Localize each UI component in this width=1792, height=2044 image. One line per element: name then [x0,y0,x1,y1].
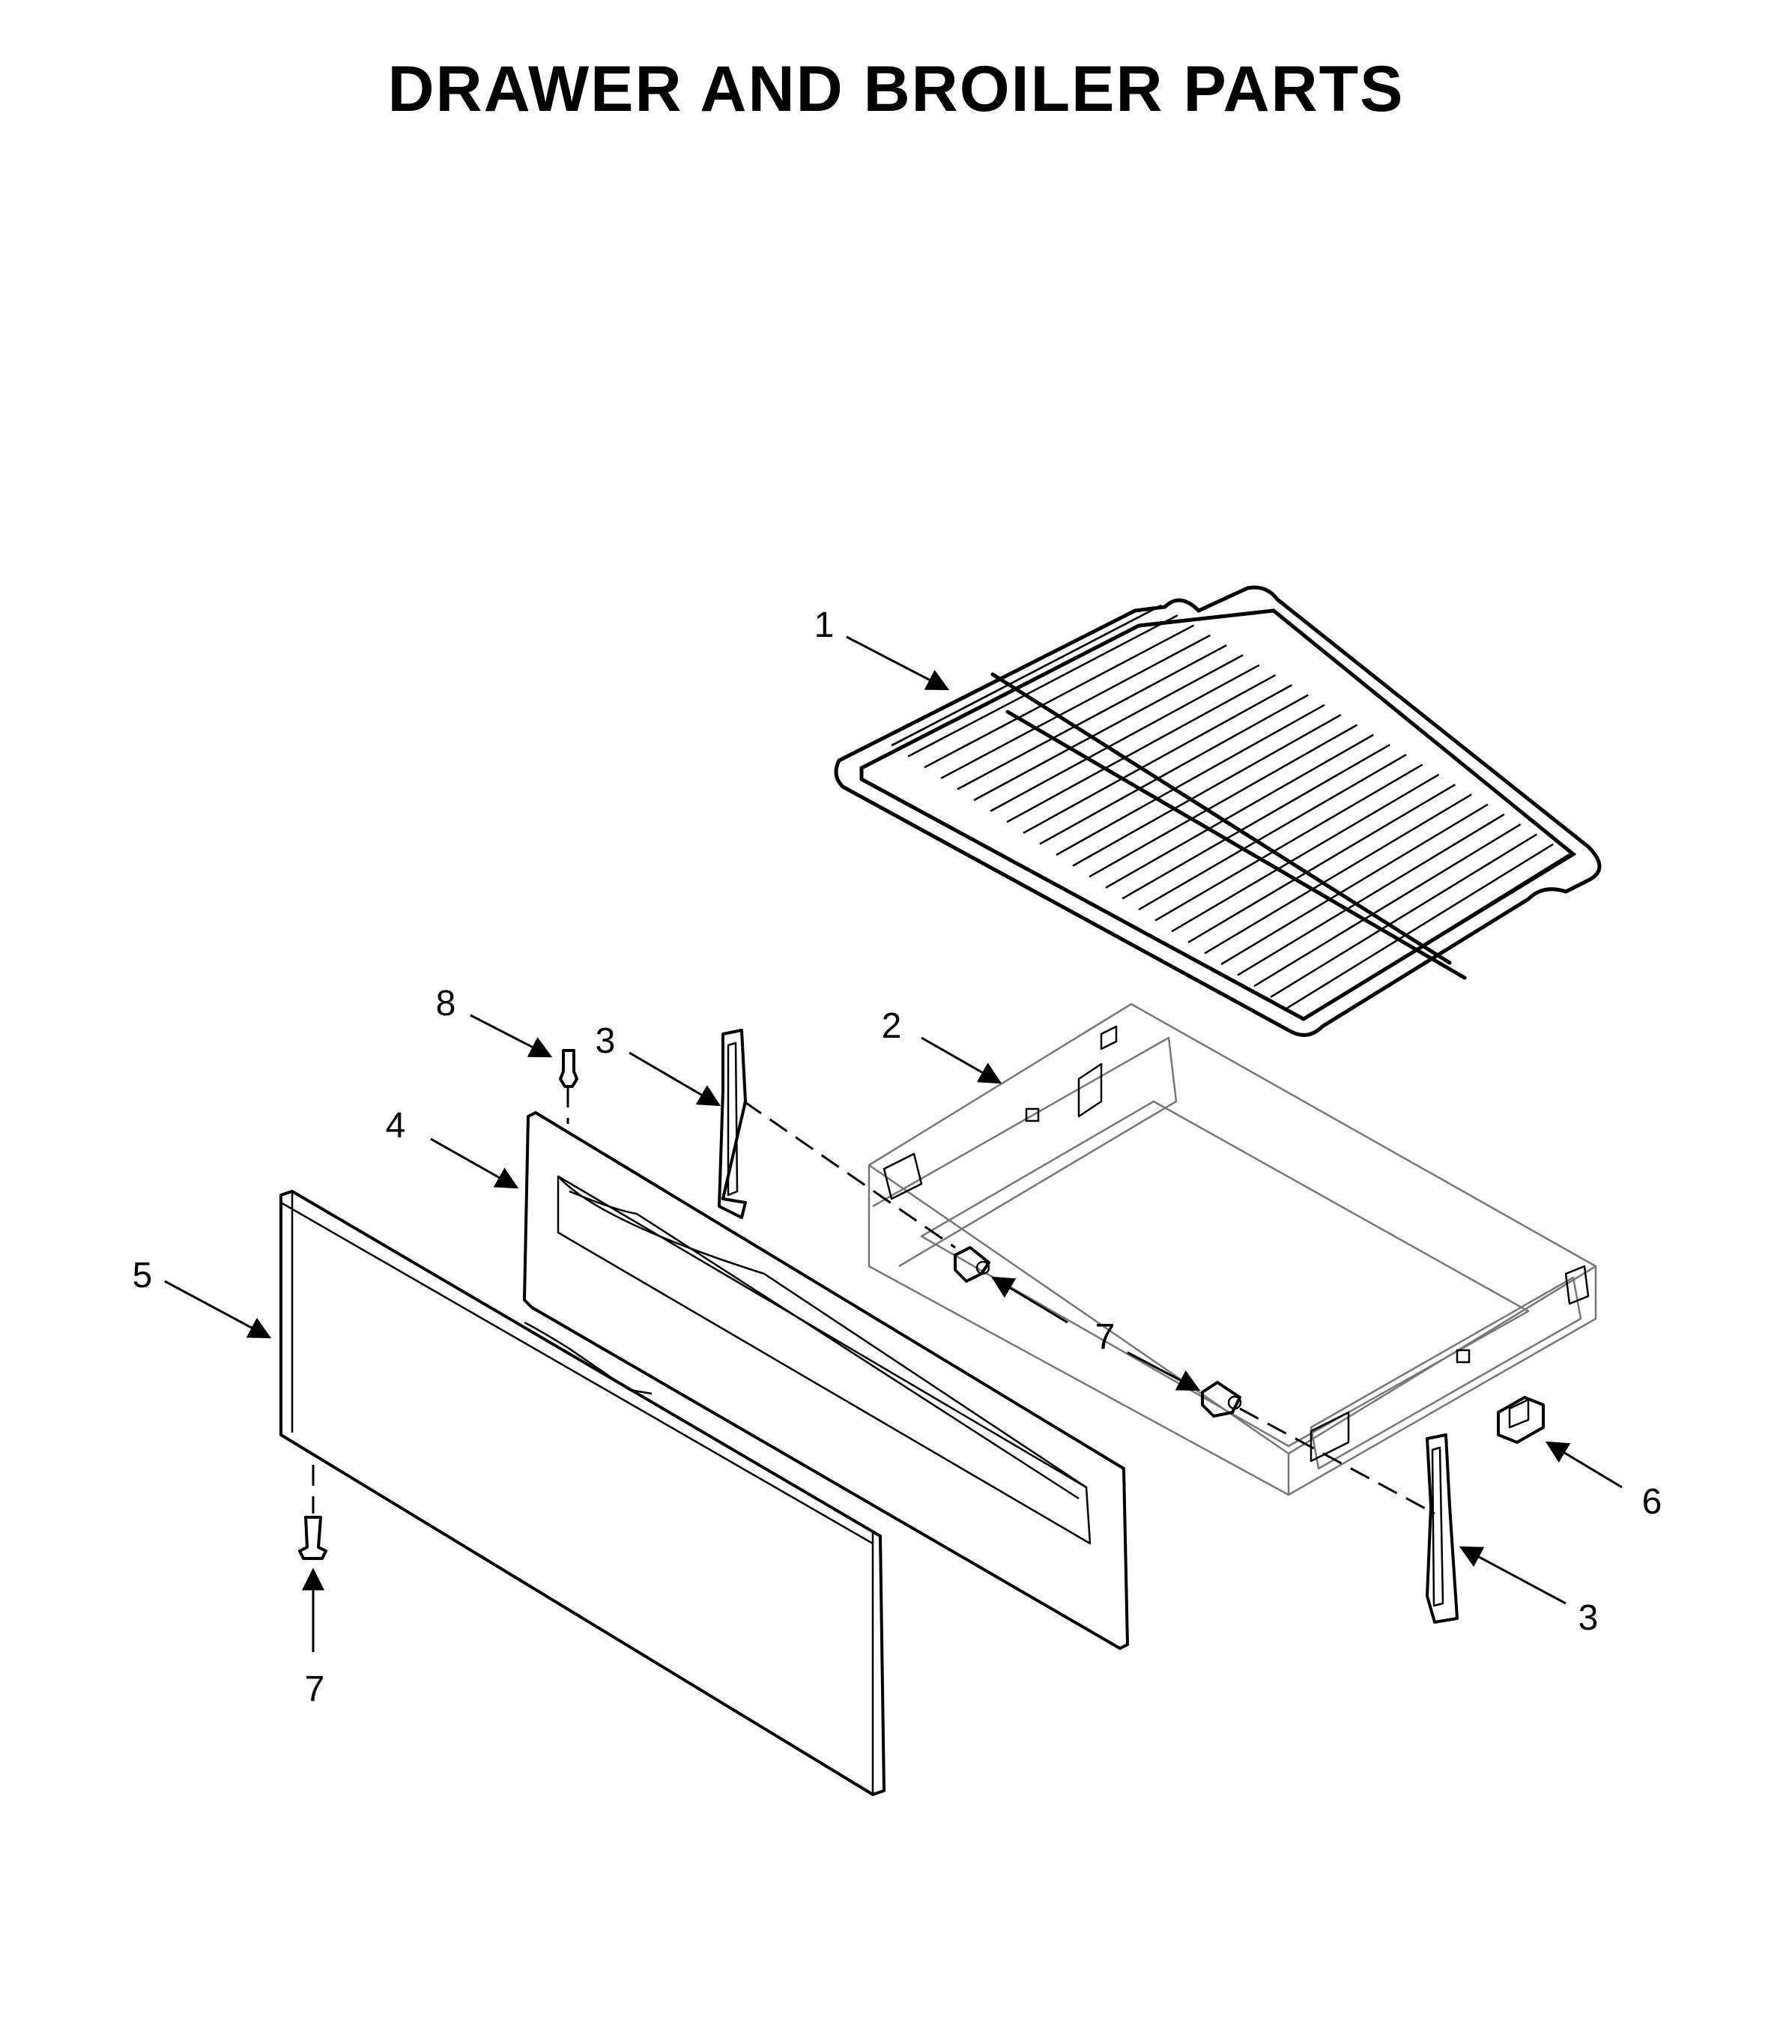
rack-wire [1089,724,1358,878]
rack-wire [990,664,1260,812]
rack-wire [1303,853,1570,1021]
rack-wire [1138,754,1407,911]
rack-wire [1270,833,1538,998]
rack-wire [1171,773,1440,933]
screw-icon [1201,1381,1242,1418]
rack-wire [940,634,1211,779]
rack-wire [1253,823,1522,988]
rack-wire [1187,783,1456,943]
callout-8: 8 [436,984,456,1023]
rack-wire [1039,694,1309,845]
callout-2: 2 [882,1006,902,1046]
rack-wire [1023,684,1293,834]
callout-5: 5 [133,1256,153,1295]
drawer-slide-icon [1426,1433,1459,1624]
rack-wire [1105,734,1375,889]
callout-4: 4 [386,1106,406,1146]
drawer-pan-icon [868,1003,1597,1496]
rack-wire [1286,843,1554,1009]
callout-3-lower: 3 [1578,1598,1599,1638]
drawer-inner-panel-icon [523,1111,1129,1650]
drawer-slide-icon [718,1029,747,1219]
callout-1: 1 [814,605,835,645]
rack-wire [1072,713,1342,867]
rack-wire [1154,764,1423,922]
clip-icon [1497,1396,1545,1444]
oven-rack-icon [834,585,1602,1037]
rack-wire [1204,793,1472,955]
callout-7-center: 7 [1095,1317,1116,1357]
rack-wire [1056,704,1325,856]
callout-7-lower: 7 [305,1669,325,1709]
rack-wire [973,654,1244,802]
rack-wire [957,644,1227,790]
screw-icon [559,1049,578,1088]
rack-wire [1006,674,1277,823]
page-title: DRAWER AND BROILER PARTS [387,53,1405,125]
rack-wire [1220,803,1489,966]
screw-icon [954,1246,990,1283]
drawer-front-panel-icon [279,1190,886,1796]
rack-wire [924,624,1195,769]
callout-6: 6 [1642,1482,1662,1522]
rack-wire [907,614,1178,758]
rack-wire [891,604,1162,747]
rack-wire [1121,743,1390,900]
rack-wire [1237,813,1505,976]
screw-icon [298,1516,327,1560]
callout-3-upper: 3 [596,1021,616,1061]
